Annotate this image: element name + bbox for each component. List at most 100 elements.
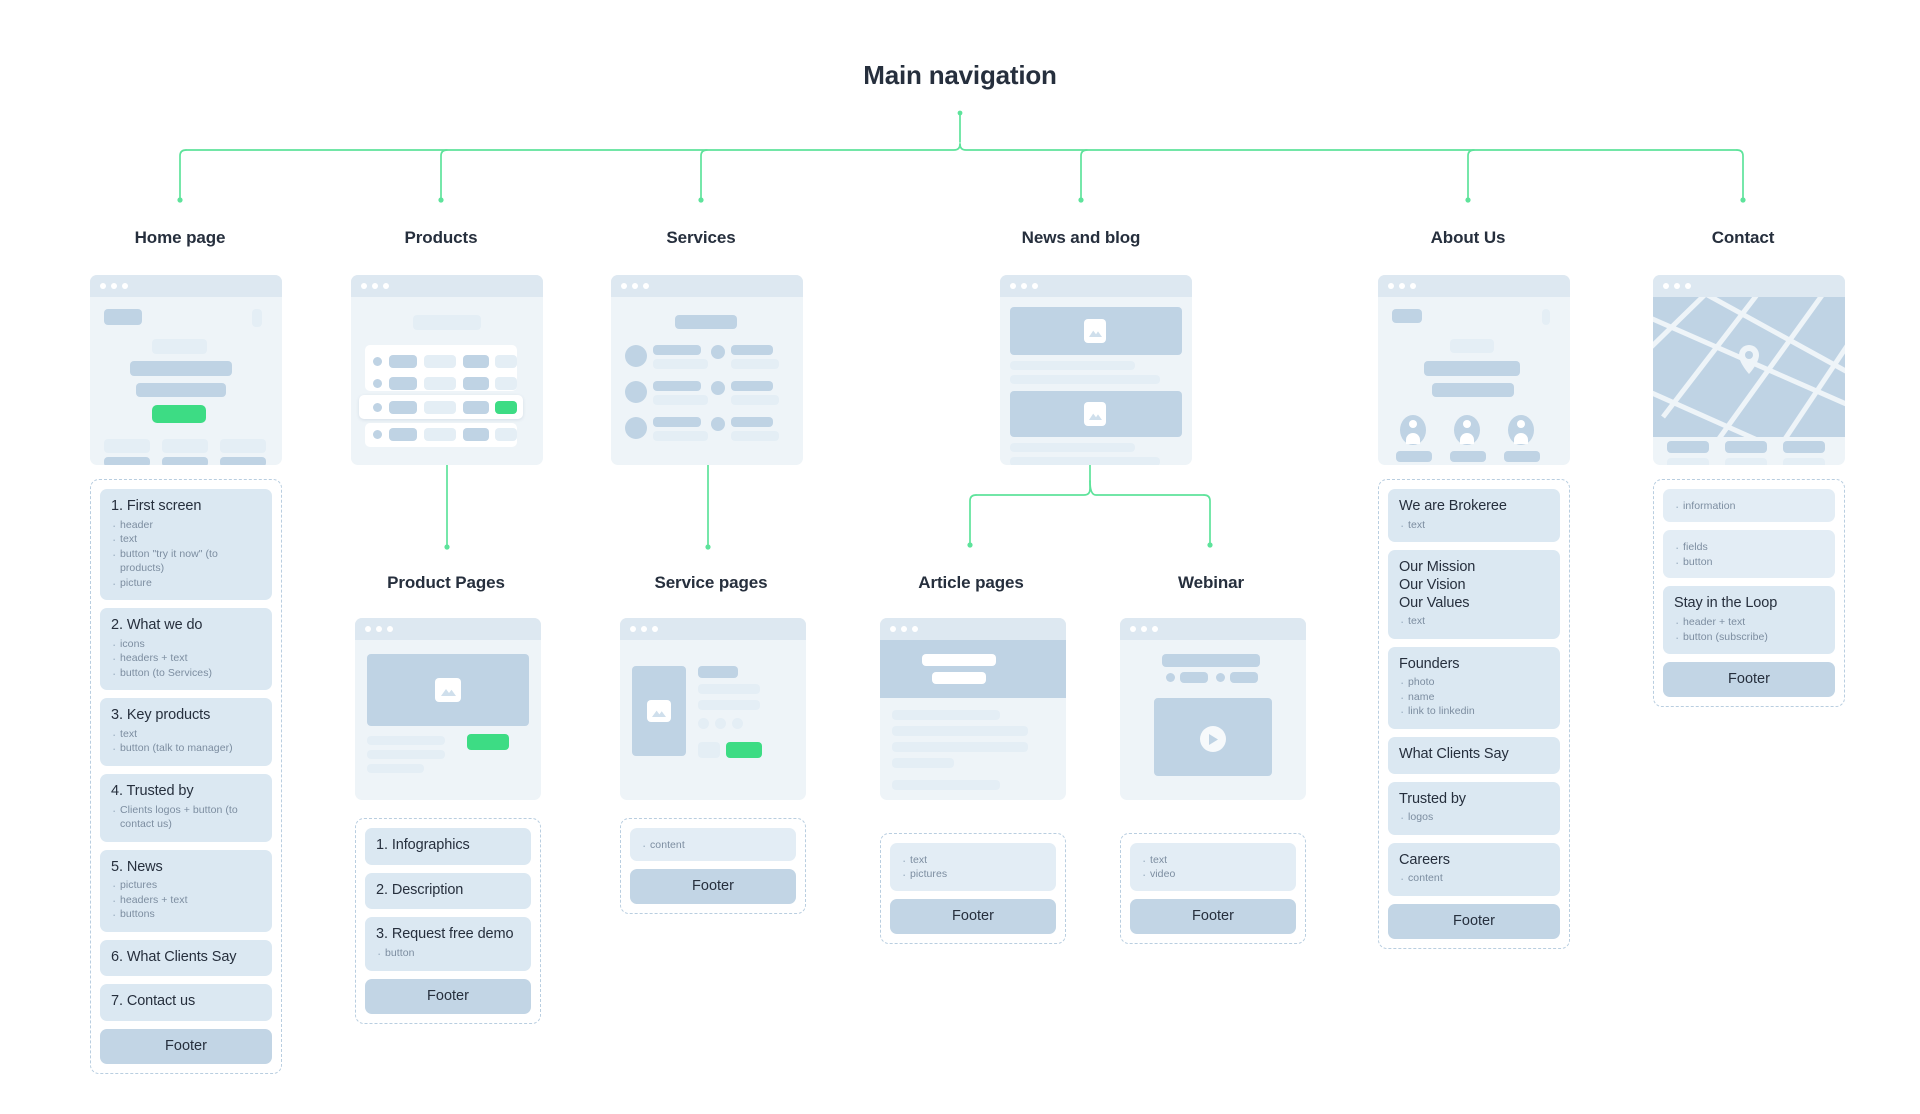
card-items: button (376, 945, 520, 964)
list-item: headers + text (111, 892, 261, 911)
card-title: Trusted by (1399, 790, 1466, 807)
col-heading-webinar: Webinar (1177, 573, 1245, 592)
footer-block[interactable]: Footer (100, 1029, 272, 1065)
card-fields-button[interactable]: fieldsbutton (1663, 530, 1835, 579)
service-page-wireframe (620, 618, 806, 800)
browser-bar (620, 618, 806, 640)
card-description[interactable]: 2. Description (365, 872, 531, 910)
card-trusted-by[interactable]: 4. Trusted by Clients logos + button (to… (100, 773, 272, 842)
list-item: text (901, 852, 1045, 871)
card-title: Our Mission Our Vision Our Values (1399, 559, 1476, 611)
webinar-page-wireframe (1120, 618, 1306, 800)
card-careers[interactable]: Careers content (1388, 842, 1560, 896)
footer-block[interactable]: Footer (630, 869, 796, 905)
card-title: Careers (1399, 851, 1450, 868)
col-heading-product-pages: Product Pages (387, 573, 505, 592)
card-title: 5. News (111, 858, 163, 875)
list-item: name (1399, 689, 1549, 708)
list-item: button "try it now" (to products) (111, 546, 261, 576)
card-title: 3. Request free demo (376, 926, 514, 943)
article-page-wireframe (880, 618, 1066, 800)
list-item: text (1141, 852, 1285, 871)
group-article-pages: textpictures Footer (880, 833, 1066, 944)
browser-bar (355, 618, 541, 640)
product-page-wireframe (355, 618, 541, 800)
list-item: button (1674, 554, 1824, 573)
list-item: buttons (111, 906, 261, 925)
card-title: 4. Trusted by (111, 782, 194, 799)
card-request-free-demo[interactable]: 3. Request free demo button (365, 917, 531, 971)
col-heading-service-pages: Service pages (654, 573, 768, 592)
card-stay-in-the-loop[interactable]: Stay in the Loop header + textbutton (su… (1663, 586, 1835, 655)
list-item: information (1674, 498, 1824, 517)
card-content[interactable]: textpictures (890, 843, 1056, 891)
card-what-clients-say[interactable]: 6. What Clients Say (100, 939, 272, 977)
card-title: We are Brokeree (1399, 498, 1507, 514)
list-item: pictures (901, 866, 1045, 885)
card-key-products[interactable]: 3. Key products textbutton (talk to mana… (100, 698, 272, 766)
footer-block[interactable]: Footer (365, 978, 531, 1014)
footer-block[interactable]: Footer (1388, 903, 1560, 939)
card-what-we-do[interactable]: 2. What we do iconsheaders + textbutton … (100, 608, 272, 691)
list-item: button (376, 945, 520, 964)
card-title: Founders (1399, 655, 1460, 672)
footer-block[interactable]: Footer (1663, 662, 1835, 698)
card-items: fieldsbutton (1674, 539, 1824, 573)
card-founders[interactable]: Founders photonamelink to linkedin (1388, 646, 1560, 729)
card-what-clients-say[interactable]: What Clients Say (1388, 736, 1560, 774)
list-item: text (1399, 613, 1549, 632)
browser-bar (1378, 275, 1570, 297)
map-graphic (1653, 297, 1845, 437)
col-heading-article-pages: Article pages (918, 573, 1024, 592)
list-item: header (111, 517, 261, 536)
browser-bar (1120, 618, 1306, 640)
card-news[interactable]: 5. News picturesheaders + textbuttons (100, 849, 272, 932)
group-service-pages: content Footer (620, 818, 806, 915)
list-item: video (1141, 866, 1285, 885)
card-items: photonamelink to linkedin (1399, 674, 1549, 722)
card-title: What Clients Say (1399, 745, 1509, 762)
browser-bar (351, 275, 543, 297)
card-mission-vision-values[interactable]: Our Mission Our Vision Our Values text (1388, 550, 1560, 639)
play-icon (1200, 726, 1226, 752)
list-item: header + text (1674, 614, 1824, 633)
col-heading-about-us: About Us (1430, 228, 1506, 247)
browser-bar (880, 618, 1066, 640)
list-item: fields (1674, 539, 1824, 558)
card-items: information (1674, 498, 1824, 517)
col-heading-products: Products (404, 228, 478, 247)
card-information[interactable]: information (1663, 489, 1835, 523)
list-item: content (641, 837, 785, 856)
about-us-wireframe (1378, 275, 1570, 465)
card-title: 2. Description (376, 881, 464, 898)
card-trusted-by[interactable]: Trusted by logos (1388, 781, 1560, 835)
card-items: headertextbutton "try it now" (to produc… (111, 517, 261, 593)
browser-bar (90, 275, 282, 297)
card-items: text (1399, 517, 1549, 536)
card-contact-us[interactable]: 7. Contact us (100, 984, 272, 1022)
card-title: 7. Contact us (111, 993, 196, 1010)
card-items: content (1399, 870, 1549, 889)
list-item: Clients logos + button (to contact us) (111, 802, 261, 832)
list-item: link to linkedin (1399, 703, 1549, 722)
card-items: textvideo (1141, 852, 1285, 885)
card-infographics[interactable]: 1. Infographics (365, 828, 531, 865)
card-items: textpictures (901, 852, 1045, 885)
image-placeholder-icon (435, 678, 461, 702)
footer-block[interactable]: Footer (1130, 898, 1296, 934)
list-item: icons (111, 636, 261, 655)
footer-block[interactable]: Footer (890, 898, 1056, 934)
col-heading-contact: Contact (1711, 228, 1775, 247)
list-item: headers + text (111, 650, 261, 669)
card-first-screen[interactable]: 1. First screen headertextbutton "try it… (100, 489, 272, 601)
card-title: Stay in the Loop (1674, 595, 1778, 612)
card-title: 3. Key products (111, 707, 211, 724)
list-item: text (111, 726, 261, 745)
news-blog-wireframe (1000, 275, 1192, 465)
card-items: textbutton (talk to manager) (111, 726, 261, 759)
card-content[interactable]: textvideo (1130, 843, 1296, 891)
card-items: Clients logos + button (to contact us) (111, 802, 261, 832)
image-placeholder-icon (647, 700, 671, 722)
card-content[interactable]: content (630, 828, 796, 862)
card-we-are-brokeree[interactable]: We are Brokeree text (1388, 489, 1560, 543)
